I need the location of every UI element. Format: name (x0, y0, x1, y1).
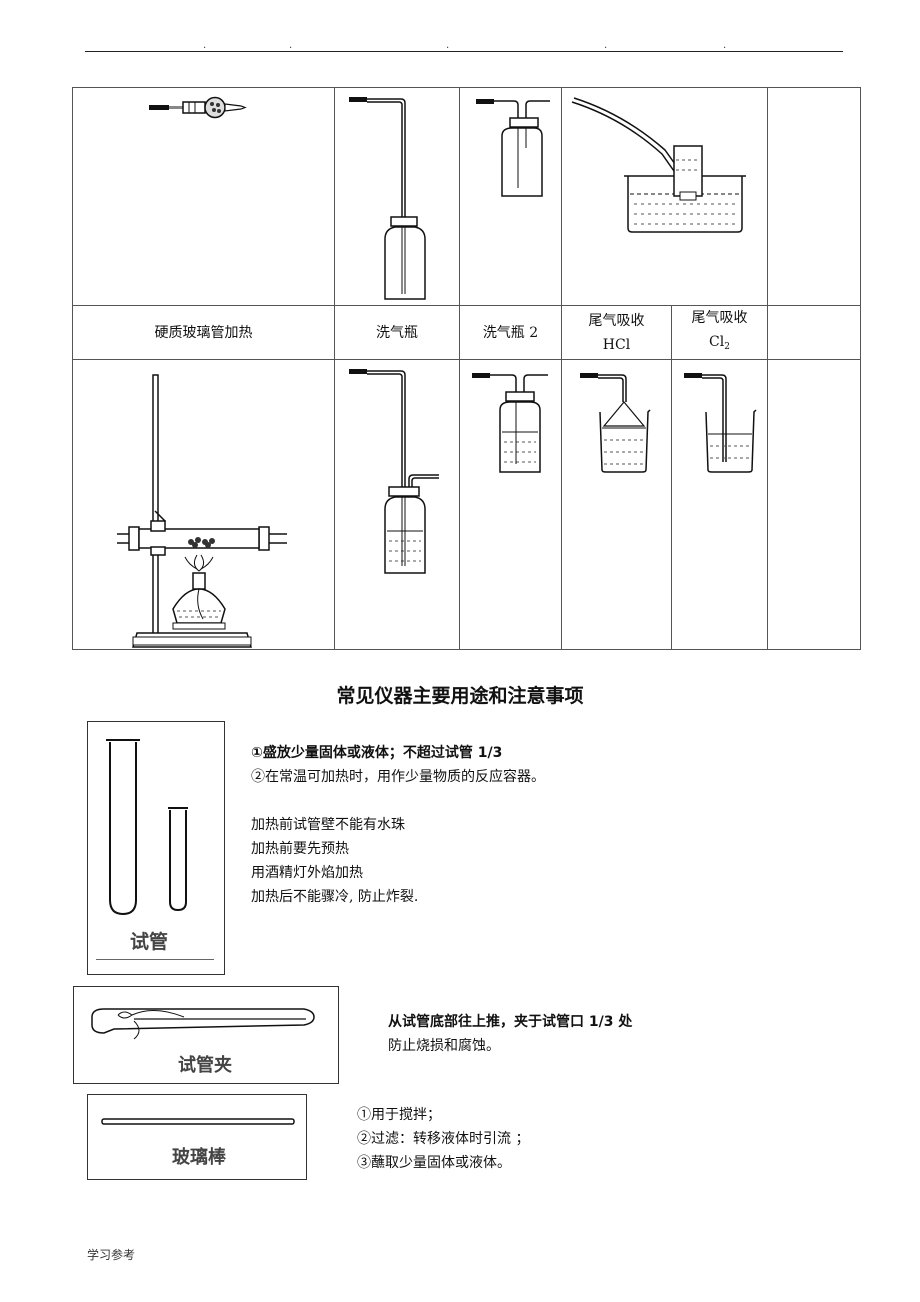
cell-empty (767, 305, 861, 360)
label-wash-bottle-2: 洗气瓶 2 (459, 305, 562, 360)
cell-water-collection (561, 87, 768, 306)
gas-washing-bottle-liquid-icon (349, 368, 439, 574)
note-line: ②过滤：转移液体时引流 ； (357, 1131, 530, 1147)
test-tube-image: 试管 (87, 721, 225, 975)
footer-text: 学习参考 (87, 1248, 136, 1262)
cell-drying-tube-image (72, 87, 335, 306)
label-tail-gas-cl2: 尾气吸收 Cl2 (671, 305, 768, 360)
header-rule (85, 51, 843, 52)
cell-heating-setup (72, 359, 335, 650)
note-line: ②在常温可加热时，用作少量物质的反应容器。 (251, 769, 545, 785)
note-line: 防止烧损和腐蚀。 (388, 1038, 500, 1054)
header-dot: . (446, 40, 450, 51)
cell-cl2-absorption (671, 359, 768, 650)
note-line: ③蘸取少量固体或液体。 (357, 1155, 511, 1171)
iron-stand-heating-icon (117, 373, 287, 648)
cell-wash-bottle-empty (334, 87, 460, 306)
test-tube-holder-caption: 试管夹 (178, 1055, 232, 1076)
note-bold: 从试管底部往上推，夹于试管口 1/3 处 (388, 1014, 633, 1030)
header-dot: . (723, 40, 727, 51)
glass-rod-image: 玻璃棒 (87, 1094, 307, 1180)
gas-washing-bottle-liquid-icon (472, 373, 548, 473)
cell-hcl-absorption (561, 359, 672, 650)
note-line: ①用于搅拌； (357, 1107, 441, 1123)
cell-empty (767, 87, 861, 306)
cell-wash-bottle-2-empty (459, 87, 562, 306)
label-wash-bottle: 洗气瓶 (334, 305, 460, 360)
cell-wash-bottle-liquid (334, 359, 460, 650)
test-tube-icon (106, 739, 188, 916)
caption-rule (96, 959, 214, 960)
inverted-funnel-beaker-icon (580, 373, 651, 473)
glass-rod-caption: 玻璃棒 (172, 1147, 226, 1168)
test-tube-holder-image: 试管夹 (73, 986, 339, 1084)
note-line: 加热后不能骤冷, 防止炸裂. (251, 889, 419, 905)
test-tube-holder-notes: 从试管底部往上推，夹于试管口 1/3 处 防止烧损和腐蚀。 (388, 1010, 632, 1058)
tail-gas-label: 尾气吸收 (691, 310, 748, 326)
test-tube-notes: ①盛放少量固体或液体；不超过试管 1/3 ②在常温可加热时，用作少量物质的反应容… (251, 741, 545, 909)
header-dot: . (203, 40, 207, 51)
note-bold: ①盛放少量固体或液体；不超过试管 1/3 (251, 745, 503, 761)
formula-cl2: Cl2 (672, 330, 767, 359)
note-line: 用酒精灯外焰加热 (251, 865, 363, 881)
label-hard-glass-tube: 硬质玻璃管加热 (72, 305, 335, 360)
gas-washing-bottle-icon (476, 99, 550, 197)
absorption-beaker-icon (684, 373, 757, 473)
water-trough-collection-icon (571, 97, 746, 233)
gas-washing-bottle-icon (349, 96, 426, 300)
glass-rod-icon (101, 1118, 295, 1125)
header-dot: . (289, 40, 293, 51)
cell-empty (767, 359, 861, 650)
formula-subscript: 2 (724, 342, 730, 352)
test-tube-holder-icon (91, 1008, 315, 1040)
section-title: 常见仪器主要用途和注意事项 (336, 685, 584, 707)
note-line (251, 789, 545, 813)
note-line: 加热前试管壁不能有水珠 (251, 817, 405, 833)
cell-wash-bottle-2-liquid (459, 359, 562, 650)
formula-hcl: HCl (602, 336, 631, 353)
drying-tube-icon (149, 96, 247, 119)
tail-gas-label: 尾气吸收 (588, 312, 645, 329)
apparatus-table: 硬质玻璃管加热 洗气瓶 洗气瓶 2 尾气吸收 HCl 尾气吸收 Cl2 (72, 87, 861, 650)
glass-rod-notes: ①用于搅拌； ②过滤：转移液体时引流 ； ③蘸取少量固体或液体。 (357, 1103, 529, 1175)
note-line: 加热前要先预热 (251, 841, 349, 857)
header-dot: . (604, 40, 608, 51)
label-tail-gas-hcl: 尾气吸收 HCl (561, 305, 672, 360)
test-tube-caption: 试管 (130, 931, 169, 953)
formula-main: Cl (709, 334, 725, 350)
